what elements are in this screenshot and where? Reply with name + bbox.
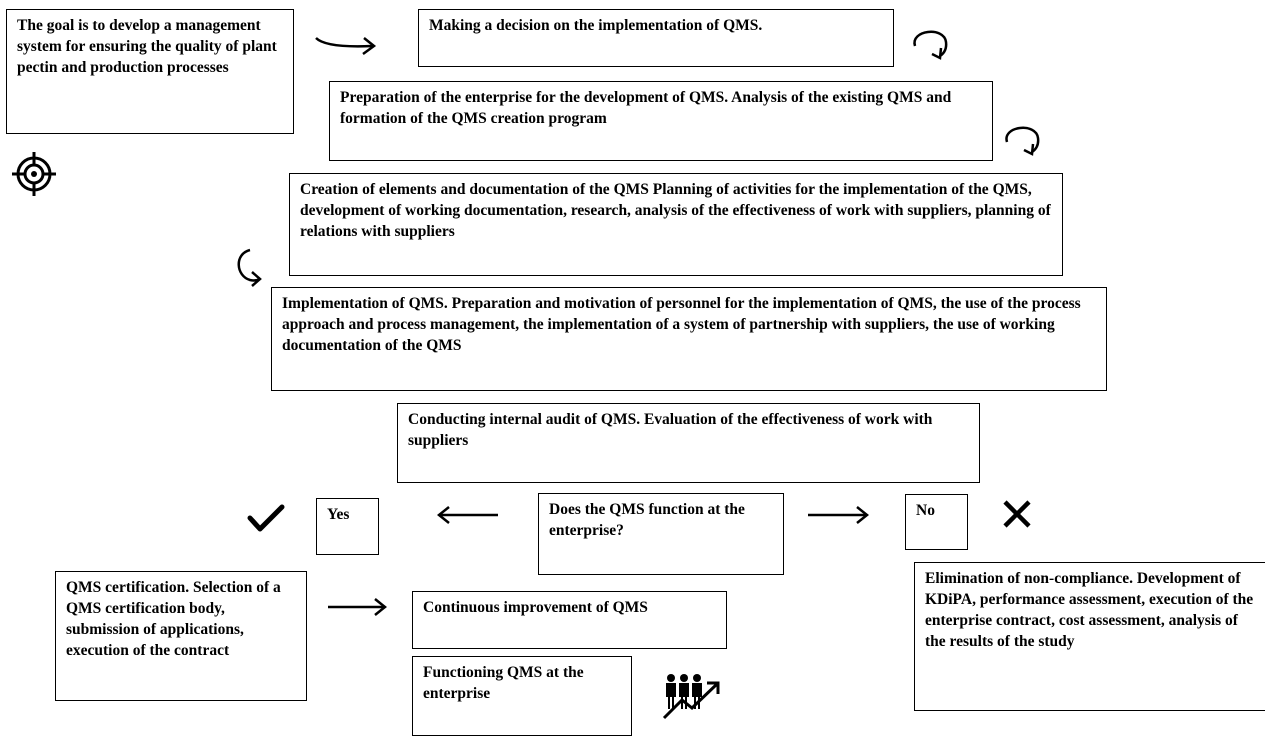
elimination-box: Elimination of non-compliance. Developme… [914,562,1265,711]
people-growth-icon [662,670,724,720]
curved-arrow-icon [910,24,954,64]
certification-box: QMS certification. Selection of a QMS ce… [55,571,307,701]
preparation-box: Preparation of the enterprise for the de… [329,81,993,161]
question-box: Does the QMS function at the enterprise? [538,493,784,575]
functioning-box: Functioning QMS at the enterprise [412,656,632,736]
audit-box: Conducting internal audit of QMS. Evalua… [397,403,980,483]
curved-arrow-icon [232,246,276,290]
arrow-left-icon [436,505,500,525]
arrow-right-icon [326,597,388,617]
arrow-right-icon [314,34,378,56]
goal-box: The goal is to develop a management syst… [6,9,294,134]
no-box: No [905,494,968,550]
improvement-box: Continuous improvement of QMS [412,591,727,649]
yes-box: Yes [316,498,379,555]
decision-box: Making a decision on the implementation … [418,9,894,67]
target-icon [10,150,58,198]
cross-icon [1002,499,1032,529]
arrow-right-icon [806,505,870,525]
implementation-box: Implementation of QMS. Preparation and m… [271,287,1107,391]
creation-box: Creation of elements and documentation o… [289,173,1063,276]
curved-arrow-icon [1002,120,1046,160]
checkmark-icon [247,503,285,533]
